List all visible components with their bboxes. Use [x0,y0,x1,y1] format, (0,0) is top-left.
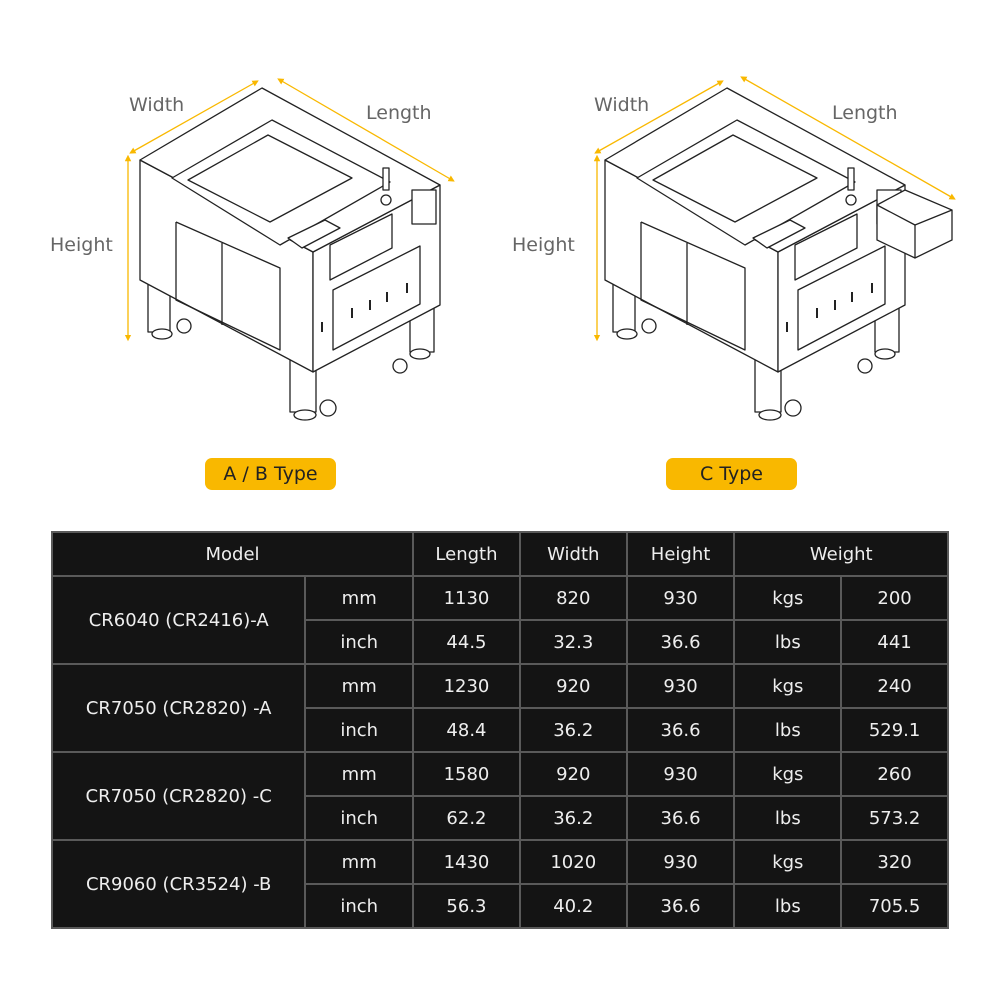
unit-cell: mm [304,751,415,797]
weight-cell: 705.5 [840,883,949,929]
length-cell: 1130 [412,575,521,621]
height-label: Height [512,234,575,256]
length-label: Length [366,102,432,124]
unit-cell: mm [304,839,415,885]
machine-ab-type-drawing [124,78,455,421]
header-height: Height [625,531,736,577]
unit-cell: inch [304,883,415,929]
weight-cell: 320 [840,839,949,885]
length-cell: 44.5 [412,619,521,665]
weight-cell: 573.2 [840,795,949,841]
height-label: Height [50,234,113,256]
height-cell: 930 [625,751,736,797]
model-cell: CR7050 (CR2820) -A [50,663,307,753]
width-cell: 36.2 [518,795,628,841]
width-cell: 820 [518,575,628,621]
width-cell: 36.2 [518,707,628,753]
ab-type-badge: A / B Type [205,458,336,490]
wunit-cell: kgs [733,839,843,885]
weight-cell: 200 [840,575,949,621]
unit-cell: inch [304,707,415,753]
model-cell: CR7050 (CR2820) -C [50,751,307,841]
wunit-cell: lbs [733,707,843,753]
wunit-cell: kgs [733,663,843,709]
model-cell: CR6040 (CR2416)-A [50,575,307,665]
unit-cell: inch [304,795,415,841]
header-width: Width [518,531,628,577]
header-model: Model [50,531,415,577]
unit-cell: mm [304,575,415,621]
length-cell: 56.3 [412,883,521,929]
height-cell: 930 [625,663,736,709]
height-cell: 36.6 [625,883,736,929]
wunit-cell: kgs [733,575,843,621]
length-cell: 62.2 [412,795,521,841]
width-cell: 920 [518,663,628,709]
width-cell: 1020 [518,839,628,885]
length-cell: 1580 [412,751,521,797]
length-cell: 48.4 [412,707,521,753]
unit-cell: mm [304,663,415,709]
wunit-cell: lbs [733,619,843,665]
weight-cell: 529.1 [840,707,949,753]
wunit-cell: lbs [733,883,843,929]
wunit-cell: kgs [733,751,843,797]
unit-cell: inch [304,619,415,665]
height-cell: 930 [625,575,736,621]
width-label: Width [129,94,185,116]
height-cell: 930 [625,839,736,885]
length-cell: 1430 [412,839,521,885]
weight-cell: 240 [840,663,949,709]
width-cell: 920 [518,751,628,797]
width-label: Width [594,94,650,116]
length-cell: 1230 [412,663,521,709]
height-cell: 36.6 [625,795,736,841]
header-weight: Weight [733,531,949,577]
weight-cell: 441 [840,619,949,665]
header-length: Length [412,531,521,577]
width-cell: 40.2 [518,883,628,929]
machine-c-type-drawing [593,76,956,421]
c-type-badge: C Type [666,458,797,490]
table-header-row: Model Length Width Height Weight [50,531,949,577]
model-cell: CR9060 (CR3524) -B [50,839,307,929]
height-cell: 36.6 [625,619,736,665]
wunit-cell: lbs [733,795,843,841]
length-label: Length [832,102,898,124]
height-cell: 36.6 [625,707,736,753]
weight-cell: 260 [840,751,949,797]
spec-table: Model Length Width Height Weight CR6040 … [50,531,949,929]
machine-illustrations [124,76,956,421]
width-cell: 32.3 [518,619,628,665]
